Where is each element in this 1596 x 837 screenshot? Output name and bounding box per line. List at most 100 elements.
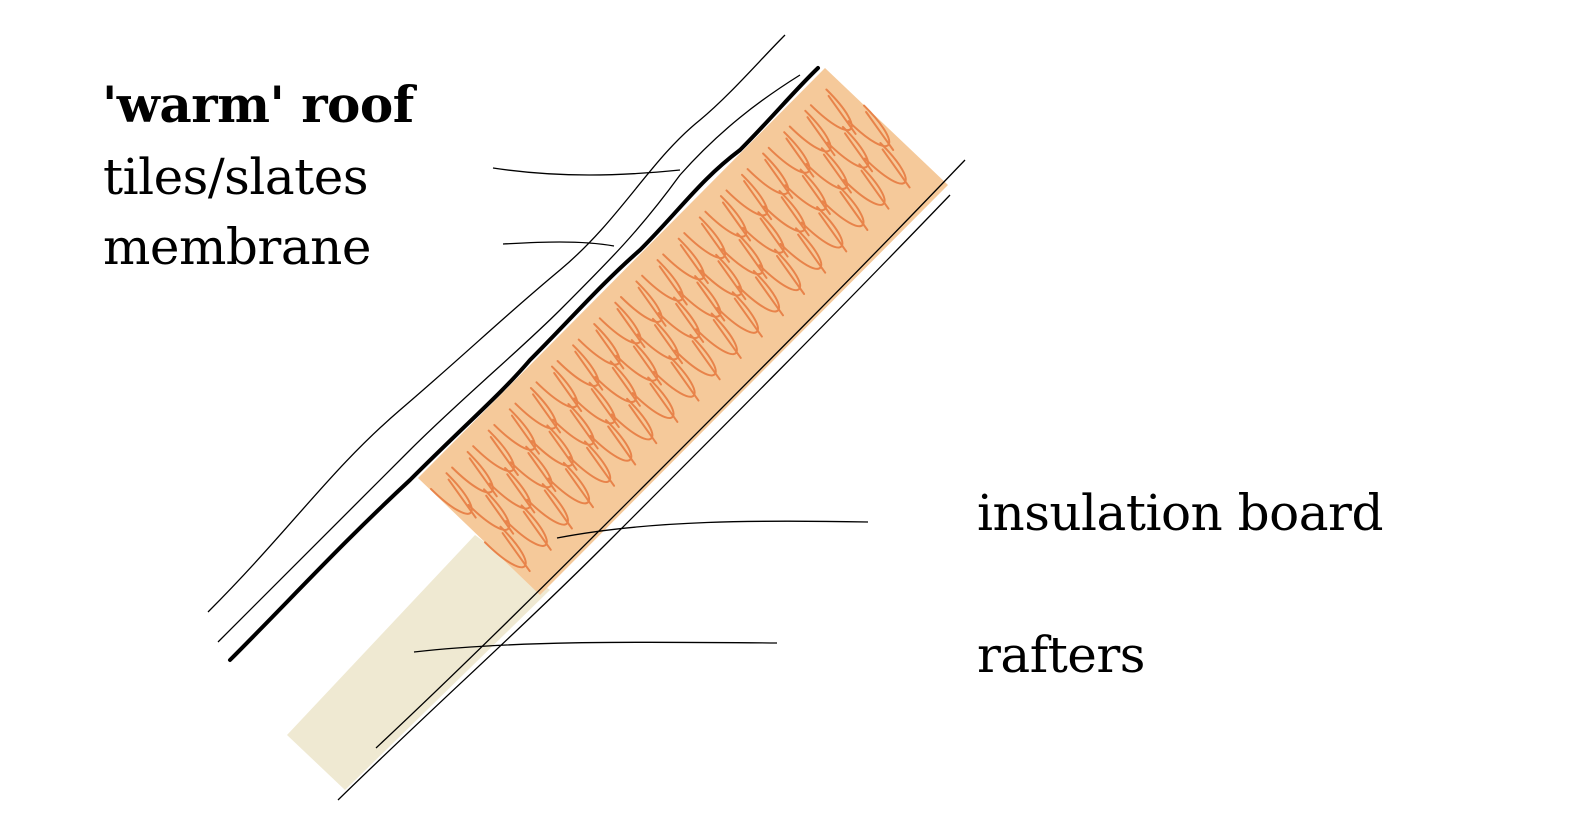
insulation-fibre xyxy=(788,109,832,153)
insulation-fibre xyxy=(720,232,764,276)
insulation-fibre xyxy=(679,244,709,285)
insulation-fibre xyxy=(704,195,748,238)
insulation-fibre xyxy=(780,196,810,237)
leader-rafters xyxy=(413,641,778,653)
insulation-fibre xyxy=(716,291,759,334)
insulation-fibre xyxy=(691,340,721,381)
insulation-fibre xyxy=(797,233,827,274)
insulation-fibre xyxy=(637,286,667,327)
insulation-fibre xyxy=(514,387,558,430)
insulation-fibre xyxy=(589,419,633,462)
insulation-fibre xyxy=(631,376,675,419)
insulation-fibre xyxy=(675,302,705,343)
insulation-fibre xyxy=(695,312,738,356)
insulation-fibre xyxy=(527,452,557,493)
insulation-fibre xyxy=(467,488,511,531)
insulation-fibre xyxy=(636,317,680,361)
insulation-fibre xyxy=(611,366,641,407)
insulation-fibre xyxy=(805,147,849,190)
insulation-fibre xyxy=(860,169,890,210)
insulation-fibre xyxy=(746,152,790,195)
insulation-fibre xyxy=(501,532,531,573)
insulation-fibre xyxy=(607,425,637,466)
insulation-fibre xyxy=(806,116,836,157)
insulation-fibre xyxy=(485,494,515,535)
insulation-fibre xyxy=(552,403,595,446)
insulation-fibre xyxy=(535,365,579,409)
insulation-fibre xyxy=(620,280,663,323)
insulation-fibre xyxy=(556,344,600,387)
insulation-fibre xyxy=(590,388,620,429)
insulation-fibre xyxy=(547,461,591,505)
insulation-fibre xyxy=(574,350,604,391)
insulation-fibre xyxy=(598,301,642,345)
insulation-fibre xyxy=(754,276,784,317)
insulation-fibre xyxy=(725,173,769,217)
insulation-fibre xyxy=(526,483,569,526)
insulation-fibre xyxy=(522,510,552,551)
insulation-fibre xyxy=(553,372,583,413)
insulation-fibre xyxy=(696,281,726,322)
insulation-fibre xyxy=(776,254,806,295)
insulation-fibre xyxy=(742,211,785,254)
insulation-fibre xyxy=(670,361,700,402)
insulation-fibre xyxy=(610,397,654,441)
insulation-fibre xyxy=(712,318,742,359)
label-membrane: membrane xyxy=(103,218,371,276)
insulation-fibre xyxy=(881,148,911,189)
insulation-fibre xyxy=(657,296,701,339)
insulation-fibre xyxy=(738,238,768,279)
leader-insulation xyxy=(556,520,869,539)
insulation-fibre xyxy=(763,189,806,233)
insulation-fibre xyxy=(822,153,852,194)
insulation-fibre xyxy=(488,467,532,510)
insulation-fibre xyxy=(616,308,646,349)
insulation-fibre xyxy=(737,269,781,313)
insulation-fibre xyxy=(654,324,684,365)
insulation-fibre xyxy=(468,457,498,498)
insulation-fibre xyxy=(573,381,616,425)
insulation-fibre xyxy=(863,142,907,185)
insulation-fibre xyxy=(595,329,625,370)
insulation-fibre xyxy=(506,473,536,514)
insulation-fibre xyxy=(548,430,578,471)
insulation-fibre xyxy=(847,104,891,148)
rafter-fill xyxy=(287,535,550,790)
insulation-pattern xyxy=(430,88,911,573)
insulation-fibre xyxy=(700,222,730,263)
insulation-fibre xyxy=(505,504,548,547)
insulation-fibre xyxy=(577,323,621,366)
insulation-fibre xyxy=(784,168,827,212)
insulation-fibre xyxy=(826,125,870,169)
insulation-fibre xyxy=(447,478,477,519)
insulation-fibre xyxy=(842,163,886,206)
insulation-fibre xyxy=(779,227,823,270)
insulation-fibre xyxy=(678,275,722,318)
insulation-fibre xyxy=(865,111,895,151)
insulation-fibre xyxy=(484,525,527,569)
insulation-fibre xyxy=(510,414,540,455)
insulation-fibre xyxy=(674,333,717,377)
insulation-fibre xyxy=(430,472,473,515)
insulation-fibre xyxy=(722,201,752,242)
insulation-fibre xyxy=(509,445,553,489)
insulation-fibre xyxy=(758,248,802,292)
rafter-lower-line xyxy=(337,194,951,801)
insulation-fibre xyxy=(628,404,658,445)
insulation-fibre xyxy=(451,450,494,494)
insulation-fibre xyxy=(530,424,574,467)
diagram-title: 'warm' roof xyxy=(102,75,414,134)
insulation-fibre xyxy=(662,237,705,281)
insulation-fibre xyxy=(543,489,573,530)
insulation-fibre xyxy=(717,260,747,301)
insulation-fibre xyxy=(564,468,594,509)
insulation-fibre xyxy=(767,131,811,174)
insulation-fibre xyxy=(844,132,874,173)
insulation-fibre xyxy=(493,408,537,451)
insulation-fibre xyxy=(800,206,844,249)
insulation-fibre xyxy=(699,253,743,297)
label-rafters: rafters xyxy=(977,626,1145,684)
insulation-fibre xyxy=(733,297,763,338)
leader-membrane xyxy=(502,241,615,247)
